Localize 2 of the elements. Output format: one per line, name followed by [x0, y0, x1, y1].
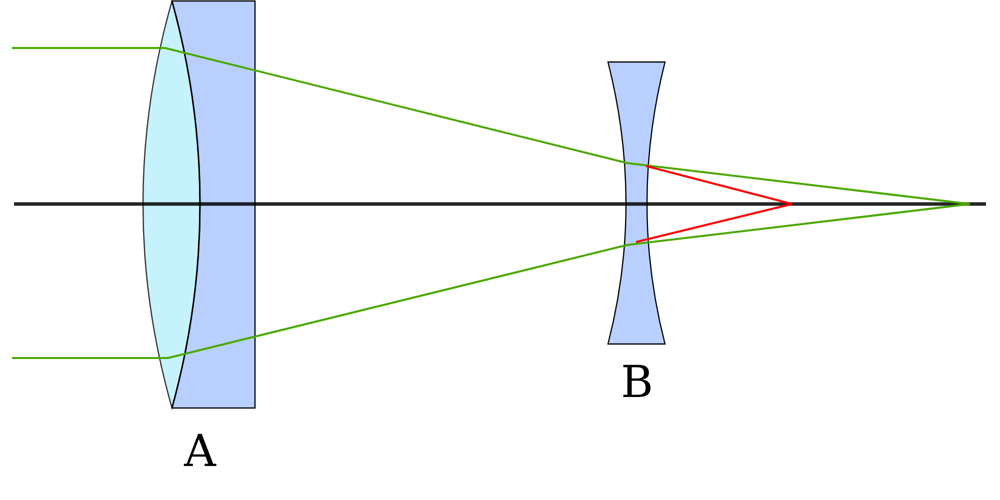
lens-label: A — [184, 430, 216, 474]
lens-label: B — [620, 361, 654, 405]
